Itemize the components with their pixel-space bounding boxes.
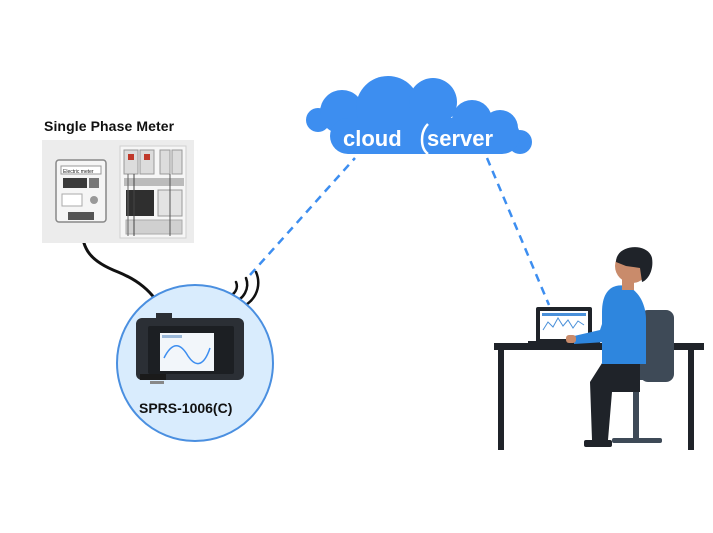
link-cloud-laptop xyxy=(485,157,551,306)
cloud-divider xyxy=(420,123,429,155)
server-label: server xyxy=(427,126,494,151)
device-image xyxy=(136,313,244,384)
link-device-cloud xyxy=(249,157,356,276)
cloud-shape xyxy=(306,76,532,154)
meter-title: Single Phase Meter xyxy=(44,118,175,134)
laptop xyxy=(528,307,600,344)
cloud-label: cloud xyxy=(343,126,402,151)
desk xyxy=(494,343,704,450)
meter-display-text: Electric meter xyxy=(63,169,94,175)
meter-panel-image xyxy=(42,140,194,243)
person xyxy=(566,247,653,447)
device-label: SPRS-1006(C) xyxy=(139,400,233,416)
